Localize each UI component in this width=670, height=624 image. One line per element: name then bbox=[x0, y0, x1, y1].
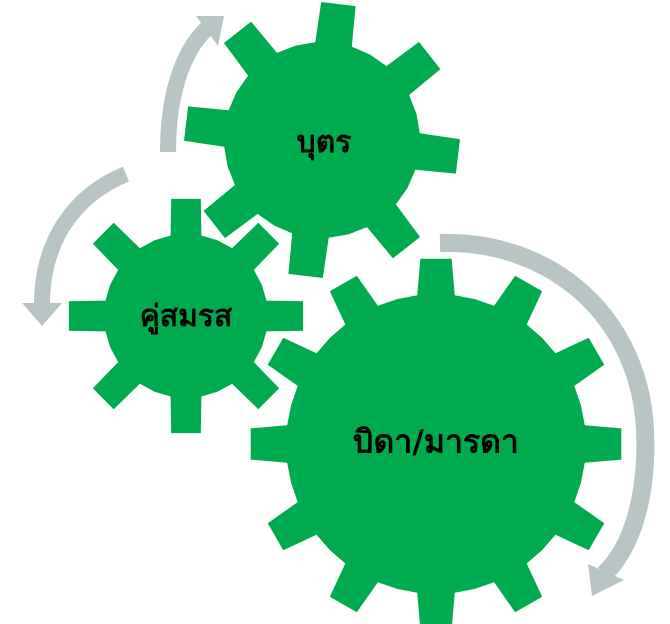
arrow-down-from-spouse-head bbox=[22, 303, 62, 326]
arrow-up-to-child-head bbox=[196, 16, 224, 46]
gear-label-child: บุตร bbox=[297, 125, 352, 161]
gears-group bbox=[68, 2, 622, 624]
cycle-arrows bbox=[22, 16, 655, 596]
gear-label-parents: บิดา/มารดา bbox=[353, 423, 519, 461]
gear-spouse bbox=[68, 198, 304, 434]
arrow-around-parents bbox=[439, 233, 655, 581]
arrow-around-parents-head bbox=[588, 564, 624, 596]
arrow-up-to-child bbox=[160, 17, 218, 153]
gear-child bbox=[184, 2, 460, 278]
gear-label-spouse: คู่สมรส bbox=[140, 299, 233, 335]
arrow-down-from-spouse bbox=[34, 166, 130, 306]
gear-parents bbox=[250, 258, 622, 624]
